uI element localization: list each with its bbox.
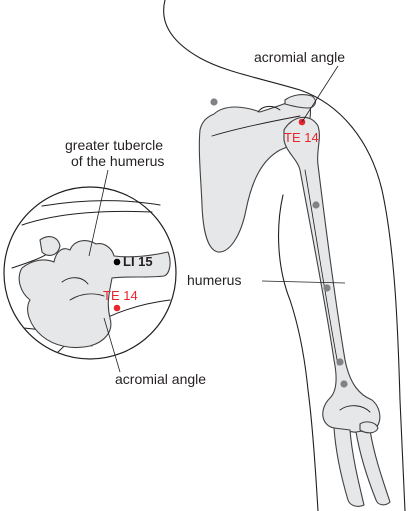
bone-landmark-dots bbox=[210, 98, 348, 388]
humerus-label: humerus bbox=[187, 272, 241, 288]
bone-dot bbox=[336, 358, 344, 366]
bone-dot bbox=[323, 284, 331, 292]
bone-dot bbox=[312, 201, 320, 209]
acromial-angle-leader-main bbox=[301, 65, 339, 123]
li15-label: LI 15 bbox=[123, 254, 153, 269]
forearm-bones bbox=[333, 405, 391, 507]
te14-acupoint-inset bbox=[113, 304, 121, 312]
greater-tubercle-label-line2: of the humerus bbox=[71, 153, 164, 169]
clavicle-bone bbox=[284, 94, 317, 109]
te14-label-main: TE 14 bbox=[284, 130, 319, 145]
te14-label-inset: TE 14 bbox=[103, 288, 138, 303]
humerus-leader bbox=[261, 280, 346, 284]
body-outline bbox=[163, 0, 406, 511]
humerus-bone bbox=[283, 116, 381, 434]
bone-dot bbox=[210, 98, 218, 106]
greater-tubercle-leader bbox=[88, 169, 109, 257]
acromial-angle-leader-inset bbox=[103, 317, 121, 373]
acromial-angle-label-top: acromial angle bbox=[254, 49, 345, 65]
bone-dot bbox=[340, 380, 348, 388]
magnified-inset bbox=[3, 186, 177, 360]
scapula-bone bbox=[198, 97, 312, 253]
acromial-angle-label-inset: acromial angle bbox=[115, 371, 206, 387]
li15-acupoint bbox=[113, 258, 121, 266]
greater-tubercle-label-line1: greater tubercle bbox=[65, 137, 163, 153]
